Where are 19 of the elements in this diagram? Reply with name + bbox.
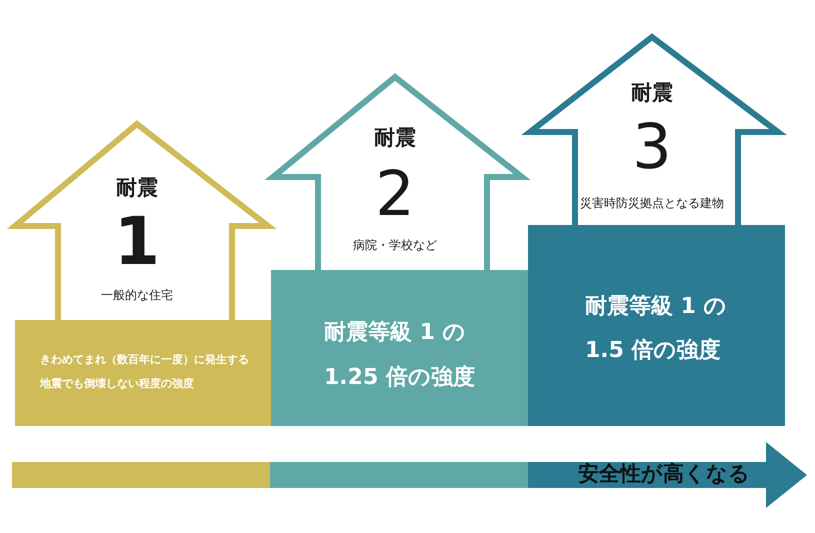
building-type-label: 病院・学校など <box>353 239 437 251</box>
building-type-label: 一般的な住宅 <box>101 289 173 301</box>
grade-number: 1 <box>114 209 160 275</box>
arrow-label: 安全性が高くなる <box>578 464 750 484</box>
grade-number: 2 <box>375 163 415 225</box>
strength-panel <box>271 270 528 426</box>
grade-number: 3 <box>632 116 672 178</box>
building-type-label: 災害時防災拠点となる建物 <box>580 197 724 209</box>
strength-text: 耐震等級 1 の 1.5 倍の強度 <box>585 293 728 365</box>
seismic-heading: 耐震 <box>116 178 158 198</box>
seismic-heading: 耐震 <box>631 82 673 104</box>
strength-panel <box>15 320 271 426</box>
strength-text: 耐震等級 1 の 1.25 倍の強度 <box>324 319 476 392</box>
house-outline <box>520 32 788 228</box>
strength-panel <box>528 225 785 426</box>
seismic-heading: 耐震 <box>374 128 416 148</box>
house-outline <box>5 119 278 323</box>
description-text: きわめてまれ（数百年に一度）に発生する地震でも倒壊しない程度の強度 <box>40 352 250 392</box>
house-outline <box>263 72 532 273</box>
